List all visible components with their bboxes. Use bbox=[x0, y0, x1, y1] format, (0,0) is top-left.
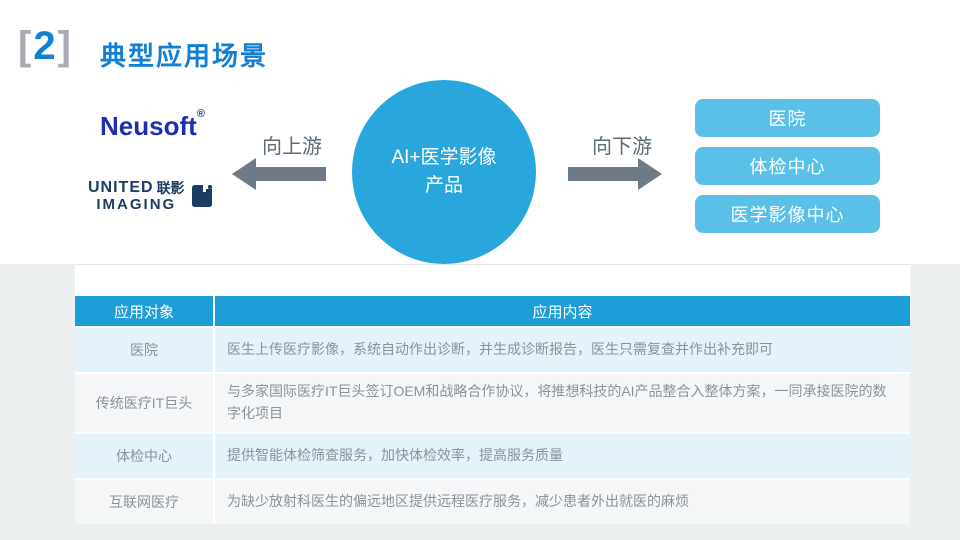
table-header-target: 应用对象 bbox=[75, 296, 215, 326]
center-product-circle: AI+医学影像 产品 bbox=[352, 80, 536, 264]
row-target: 体检中心 bbox=[75, 434, 215, 478]
left-arrow-icon bbox=[232, 158, 328, 190]
table-row: 传统医疗IT巨头 与多家国际医疗IT巨头签订OEM和战略合作协议，将推想科技的A… bbox=[75, 372, 910, 432]
table-row: 互联网医疗 为缺少放射科医生的偏远地区提供远程医疗服务，减少患者外出就医的麻烦 bbox=[75, 478, 910, 524]
upstream-label: 向上游 bbox=[262, 136, 322, 158]
registered-trademark-icon: ® bbox=[196, 108, 205, 120]
row-target: 传统医疗IT巨头 bbox=[75, 374, 215, 432]
table-row: 体检中心 提供智能体检筛查服务，加快体检效率，提高服务质量 bbox=[75, 432, 910, 478]
downstream-button-hospital[interactable]: 医院 bbox=[695, 99, 880, 137]
united-imaging-cn: 联影 bbox=[156, 180, 185, 197]
right-arrow-icon bbox=[566, 158, 662, 190]
slide-number: [2] bbox=[18, 24, 72, 69]
united-imaging-logo-text: UNITED 联影 IMAGING bbox=[88, 179, 185, 213]
slide-number-value: 2 bbox=[33, 24, 57, 68]
page-title: 典型应用场景 bbox=[100, 41, 269, 71]
neusoft-logo-text: Neusoft bbox=[100, 111, 197, 141]
downstream-button-checkup-center[interactable]: 体检中心 bbox=[695, 147, 880, 185]
circle-line1: AI+医学影像 bbox=[391, 147, 497, 169]
circle-line2: 产品 bbox=[424, 175, 463, 196]
bracket-left: [ bbox=[18, 24, 33, 68]
table-row: 医院 医生上传医疗影像，系统自动作出诊断，并生成诊断报告，医生只需复查并作出补充… bbox=[75, 326, 910, 372]
downstream-label: 向下游 bbox=[592, 136, 652, 158]
row-content: 与多家国际医疗IT巨头签订OEM和战略合作协议，将推想科技的AI产品整合入整体方… bbox=[227, 383, 887, 421]
neusoft-logo: Neusoft® bbox=[100, 108, 205, 142]
united-imaging-logo: UNITED 联影 IMAGING bbox=[88, 179, 213, 213]
united-imaging-word2: IMAGING bbox=[96, 195, 177, 213]
row-content: 为缺少放射科医生的偏远地区提供远程医疗服务，减少患者外出就医的麻烦 bbox=[227, 493, 689, 510]
application-table-card: 应用对象 应用内容 医院 医生上传医疗影像，系统自动作出诊断，并生成诊断报告，医… bbox=[75, 264, 910, 524]
united-imaging-shield-icon bbox=[191, 185, 212, 208]
united-imaging-word1: UNITED bbox=[88, 179, 154, 196]
row-content: 提供智能体检筛查服务，加快体检效率，提高服务质量 bbox=[227, 447, 563, 464]
bracket-right: ] bbox=[57, 24, 72, 68]
row-content: 医生上传医疗影像，系统自动作出诊断，并生成诊断报告，医生只需复查并作出补充即可 bbox=[227, 341, 773, 358]
row-target: 医院 bbox=[75, 328, 215, 372]
row-target: 互联网医疗 bbox=[75, 480, 215, 524]
table-header-content: 应用内容 bbox=[532, 303, 593, 321]
table-header-row: 应用对象 应用内容 bbox=[75, 296, 910, 326]
downstream-button-imaging-center[interactable]: 医学影像中心 bbox=[695, 195, 880, 233]
